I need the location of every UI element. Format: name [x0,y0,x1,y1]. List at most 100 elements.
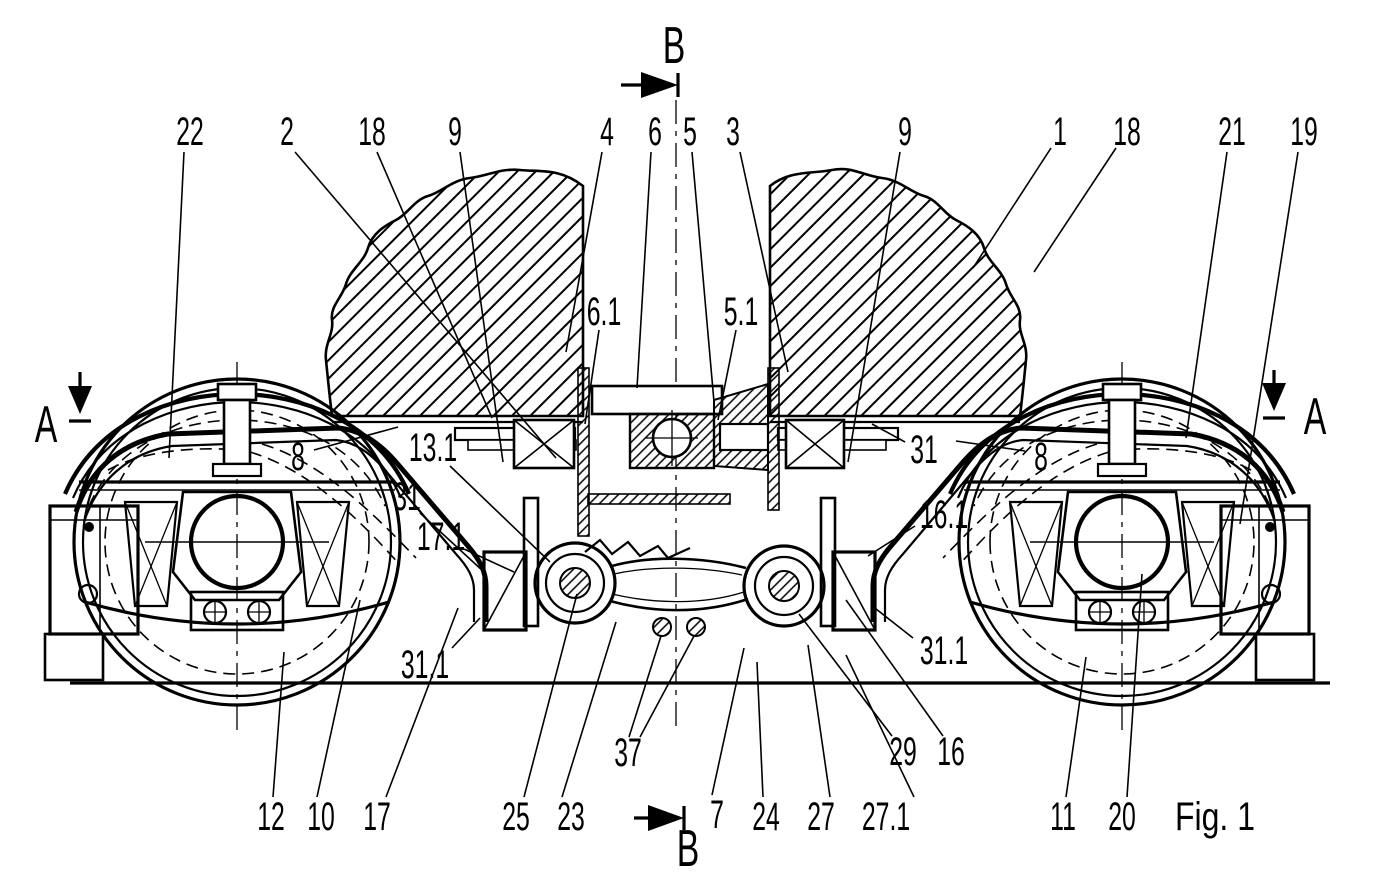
ref-label-24-33: 24 [752,661,780,840]
ref-label-text: 18 [358,110,386,154]
ref-label-text: 18 [1113,110,1141,154]
leader-line [1185,151,1228,439]
section-marker-a-right: A [1262,370,1327,446]
ref-label-16-25: 16 [845,599,965,775]
ref-label-31-19: 31 [871,423,938,473]
ref-label-text: 37 [614,731,642,775]
leader-line [636,151,652,389]
ref-label-13-1-16: 13.1 [409,426,551,563]
leader-line [756,661,764,798]
ref-label-text: 10 [307,795,335,839]
traction-link [533,541,826,628]
ref-label-21-11: 21 [1185,110,1246,439]
ref-label-text: 31.1 [920,629,968,673]
ref-label-text: 6 [648,110,662,154]
leader-line [272,651,285,798]
ref-label-text: 5.1 [724,290,758,334]
ref-label-18-2: 18 [358,110,493,419]
ref-label-3-7: 3 [726,110,789,373]
ref-label-9-3: 9 [448,110,504,463]
center-pivot-assembly [512,367,846,637]
ref-label-text: 19 [1290,110,1318,154]
ref-label-17-29: 17 [363,607,459,840]
leader-line [955,440,1026,452]
ref-label-2-1: 2 [280,110,557,459]
leader-line [449,465,551,563]
ref-label-text: 9 [898,110,912,154]
pivot-plate-left [577,367,590,537]
leader-line [561,621,617,798]
section-marker-a-left: A [35,372,92,454]
ref-label-text: 1 [1053,110,1067,154]
leader-line [867,525,916,557]
ref-label-5-6: 5 [683,110,715,403]
ref-label-text: 7 [710,793,724,837]
pivot-plate-right [767,367,780,511]
section-arrow-icon [68,386,92,414]
car-body-left-block [324,168,585,418]
ref-label-10-28: 10 [307,599,361,840]
leader-line [385,607,459,798]
ref-label-text: 27.1 [862,795,910,839]
leader-line [459,151,504,463]
leader-line [972,147,1052,269]
leader-line [565,151,603,353]
section-arrow-icon [1262,383,1286,411]
break-squiggle [584,538,691,560]
ref-label-text: 3 [726,110,740,154]
leader-line [870,604,914,639]
ref-label-text: 4 [600,110,614,154]
leader-line [419,512,485,573]
ref-label-text: 31 [393,475,421,519]
leader-line [628,635,662,738]
ref-label-17-1-18: 17.1 [417,515,515,573]
ref-label-text: 22 [176,110,204,154]
ref-label-4-4: 4 [565,110,614,353]
ref-label-16-1-21: 16.1 [867,493,968,557]
ref-label-5-1-14: 5.1 [717,290,758,421]
ref-label-text: 24 [752,795,780,839]
ref-label-text: 20 [1108,795,1136,839]
leader-line [739,151,789,373]
bolster-strip [587,493,731,505]
ref-label-text: 23 [557,795,585,839]
section-letter-text: A [1304,388,1327,446]
leader-line [847,151,901,463]
ref-label-text: 8 [291,435,305,479]
link-eye-right [742,544,826,628]
ref-label-text: 29 [889,730,917,774]
ref-label-31-1-23: 31.1 [870,604,968,674]
leader-line [1033,147,1117,273]
ref-label-18-10: 18 [1033,110,1141,273]
cross-box-right [784,418,846,470]
ref-label-8-15: 8 [291,426,399,480]
section-letter-text: B [663,17,686,75]
leader-line [639,635,695,738]
ref-label-31-17: 31 [393,475,485,573]
leader-line [1065,656,1087,798]
ref-label-12-27: 12 [257,651,285,840]
leader-line [294,151,557,459]
ref-label-27-1-35: 27.1 [845,654,915,840]
ref-label-text: 17 [363,795,391,839]
ref-label-text: 5 [683,110,697,154]
leader-line [523,593,578,798]
leader-line [463,548,515,573]
ref-label-27-34: 27 [807,644,835,840]
ref-label-text: 17.1 [417,515,465,559]
leader-line [1126,573,1143,798]
car-body-right-block [768,167,1028,418]
leader-line [807,644,831,798]
figure-caption: Fig. 1 [1175,794,1255,839]
ref-label-text: 27 [807,795,835,839]
leader-line [584,329,600,425]
ref-label-20-37: 20 [1108,573,1143,840]
section-letter-text: A [35,396,58,454]
leader-line [376,151,493,419]
leader-line [845,654,915,798]
link-eye-left [533,541,617,625]
leader-line [451,617,481,649]
leader-line [711,647,745,796]
section-arrow-icon [648,805,684,831]
